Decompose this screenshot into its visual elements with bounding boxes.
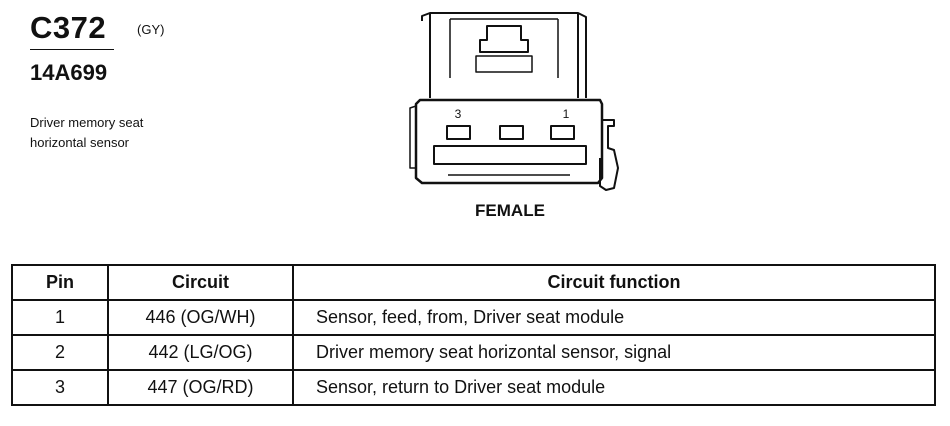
pin-cavity-1 [550,125,575,140]
function-cell: Sensor, return to Driver seat module [292,369,936,406]
pin-cavity-2 [499,125,524,140]
circuit-cell: 442 (LG/OG) [107,334,294,371]
connector-gender-label: FEMALE [475,201,545,220]
header-circuit: Circuit [107,264,294,301]
pin-cell: 3 [11,369,109,406]
connector-description-line1: Driver memory seat [30,115,144,130]
pin-label-3: 3 [455,107,462,121]
connector-keyway [433,145,587,165]
pin-cavity-3 [446,125,471,140]
connector-color-code: (GY) [137,22,165,37]
circuit-cell: 447 (OG/RD) [107,369,294,406]
connector-left-rail [409,105,417,169]
pin-label-1: 1 [563,107,570,121]
pinout-table: Pin Circuit Circuit function 1 446 (OG/W… [11,264,936,406]
connector-latch-frame [421,12,587,98]
connector-right-ear [599,119,619,191]
header-pin: Pin [11,264,109,301]
header-circuit-function: Circuit function [292,264,936,301]
connector-description-line2: horizontal sensor [30,135,129,150]
connector-description: Driver memory seat horizontal sensor [30,113,230,153]
connector-face-diagram: 3 1 [409,12,619,191]
table-row: 2 442 (LG/OG) Driver memory seat horizon… [11,334,936,371]
function-cell: Sensor, feed, from, Driver seat module [292,299,936,336]
pin-cell: 2 [11,334,109,371]
table-row: 3 447 (OG/RD) Sensor, return to Driver s… [11,369,936,406]
connector-latch-tab [479,25,529,53]
function-cell: Driver memory seat horizontal sensor, si… [292,334,936,371]
connector-latch-tab-base [475,55,533,73]
circuit-cell: 446 (OG/WH) [107,299,294,336]
connector-id: C372 [30,10,107,45]
connector-latch-inner [449,18,559,78]
connector-id-underline [30,49,114,50]
table-row: 1 446 (OG/WH) Sensor, feed, from, Driver… [11,299,936,336]
connector-body [414,98,604,185]
pin-cell: 1 [11,299,109,336]
pinout-header-row: Pin Circuit Circuit function [11,264,936,301]
connector-part-number: 14A699 [30,60,108,85]
